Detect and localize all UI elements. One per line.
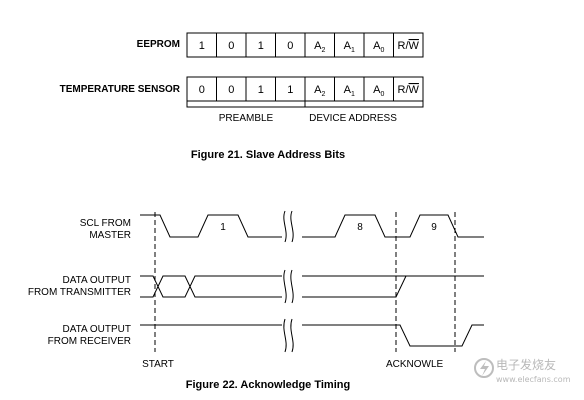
rx-waveform bbox=[140, 324, 484, 347]
temp-bit-4: 1 bbox=[287, 84, 293, 96]
scl-label-line2: MASTER bbox=[89, 230, 131, 241]
figure-21-caption: Figure 21. Slave Address Bits bbox=[191, 149, 345, 161]
eeprom-bit-2: 0 bbox=[228, 40, 234, 52]
scl-pulse-8: 8 bbox=[357, 222, 363, 233]
watermark-logo-icon bbox=[474, 358, 494, 378]
watermark: 电子发烧友 www.elecfans.com bbox=[474, 357, 571, 384]
scl-pulse-1: 1 bbox=[220, 222, 226, 233]
preamble-label: PREAMBLE bbox=[219, 113, 274, 124]
watermark-text: 电子发烧友 bbox=[496, 357, 556, 372]
time-break-symbols bbox=[283, 210, 294, 353]
temp-sensor-bit-row bbox=[186, 76, 424, 102]
eeprom-addr-a1: A1 bbox=[344, 40, 355, 54]
temp-sensor-label: TEMPERATURE SENSOR bbox=[60, 84, 181, 95]
scl-label-line1: SCL FROM bbox=[80, 218, 131, 229]
eeprom-rw: R/W bbox=[398, 40, 420, 52]
scl-waveform bbox=[140, 214, 484, 238]
slave-address-figure: EEPROM 1 0 1 0 A2 A1 A0 R/W TEMPERATURE … bbox=[60, 32, 424, 161]
eeprom-label: EEPROM bbox=[137, 39, 180, 50]
temp-bit-1: 0 bbox=[199, 84, 205, 96]
scl-pulse-9: 9 bbox=[431, 222, 437, 233]
temp-bit-3: 1 bbox=[258, 84, 264, 96]
temp-rw: R/W bbox=[398, 84, 420, 96]
rx-label-line2: FROM RECEIVER bbox=[48, 336, 131, 347]
acknowledge-timing-figure: SCL FROM MASTER DATA OUTPUT FROM TRANSMI… bbox=[28, 210, 484, 391]
temp-addr-a1: A1 bbox=[344, 84, 355, 98]
eeprom-addr-a0: A0 bbox=[373, 40, 384, 54]
start-label: START bbox=[142, 359, 174, 370]
watermark-bolt-icon bbox=[480, 361, 489, 376]
acknowledge-label: ACKNOWLE bbox=[386, 359, 444, 370]
tx-label-line2: FROM TRANSMITTER bbox=[28, 287, 131, 298]
field-brackets bbox=[186, 101, 424, 108]
temp-bit-2: 0 bbox=[228, 84, 234, 96]
tx-waveform bbox=[140, 275, 484, 298]
temp-addr-a2: A2 bbox=[314, 84, 325, 98]
temp-addr-a0: A0 bbox=[373, 84, 384, 98]
timing-markers bbox=[154, 212, 456, 352]
eeprom-addr-a2: A2 bbox=[314, 40, 325, 54]
rx-label-line1: DATA OUTPUT bbox=[62, 324, 131, 335]
device-address-label: DEVICE ADDRESS bbox=[309, 113, 397, 124]
eeprom-bit-1: 1 bbox=[199, 40, 205, 52]
tx-label-line1: DATA OUTPUT bbox=[62, 275, 131, 286]
figure-22-caption: Figure 22. Acknowledge Timing bbox=[186, 379, 350, 391]
eeprom-bit-4: 0 bbox=[287, 40, 293, 52]
watermark-url: www.elecfans.com bbox=[496, 375, 571, 384]
eeprom-bit-3: 1 bbox=[258, 40, 264, 52]
eeprom-bit-row bbox=[186, 32, 424, 58]
